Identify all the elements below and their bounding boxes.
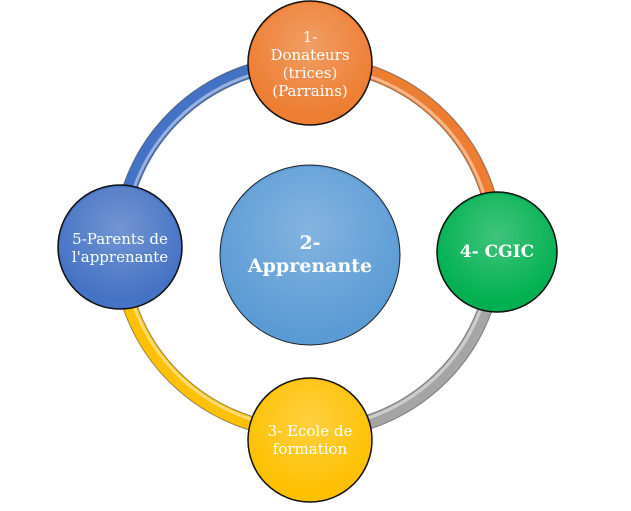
node-label-donateurs: 1- Donateurs (trices) (Parrains) (270, 28, 350, 100)
node-label-parents: 5-Parents de l'apprenante (71, 230, 169, 266)
center-label: 2- Apprenante (247, 232, 373, 277)
node-label-cgic: 4- CGIC (459, 241, 535, 262)
node-label-ecole: 3- Ecole de formation (267, 422, 353, 458)
